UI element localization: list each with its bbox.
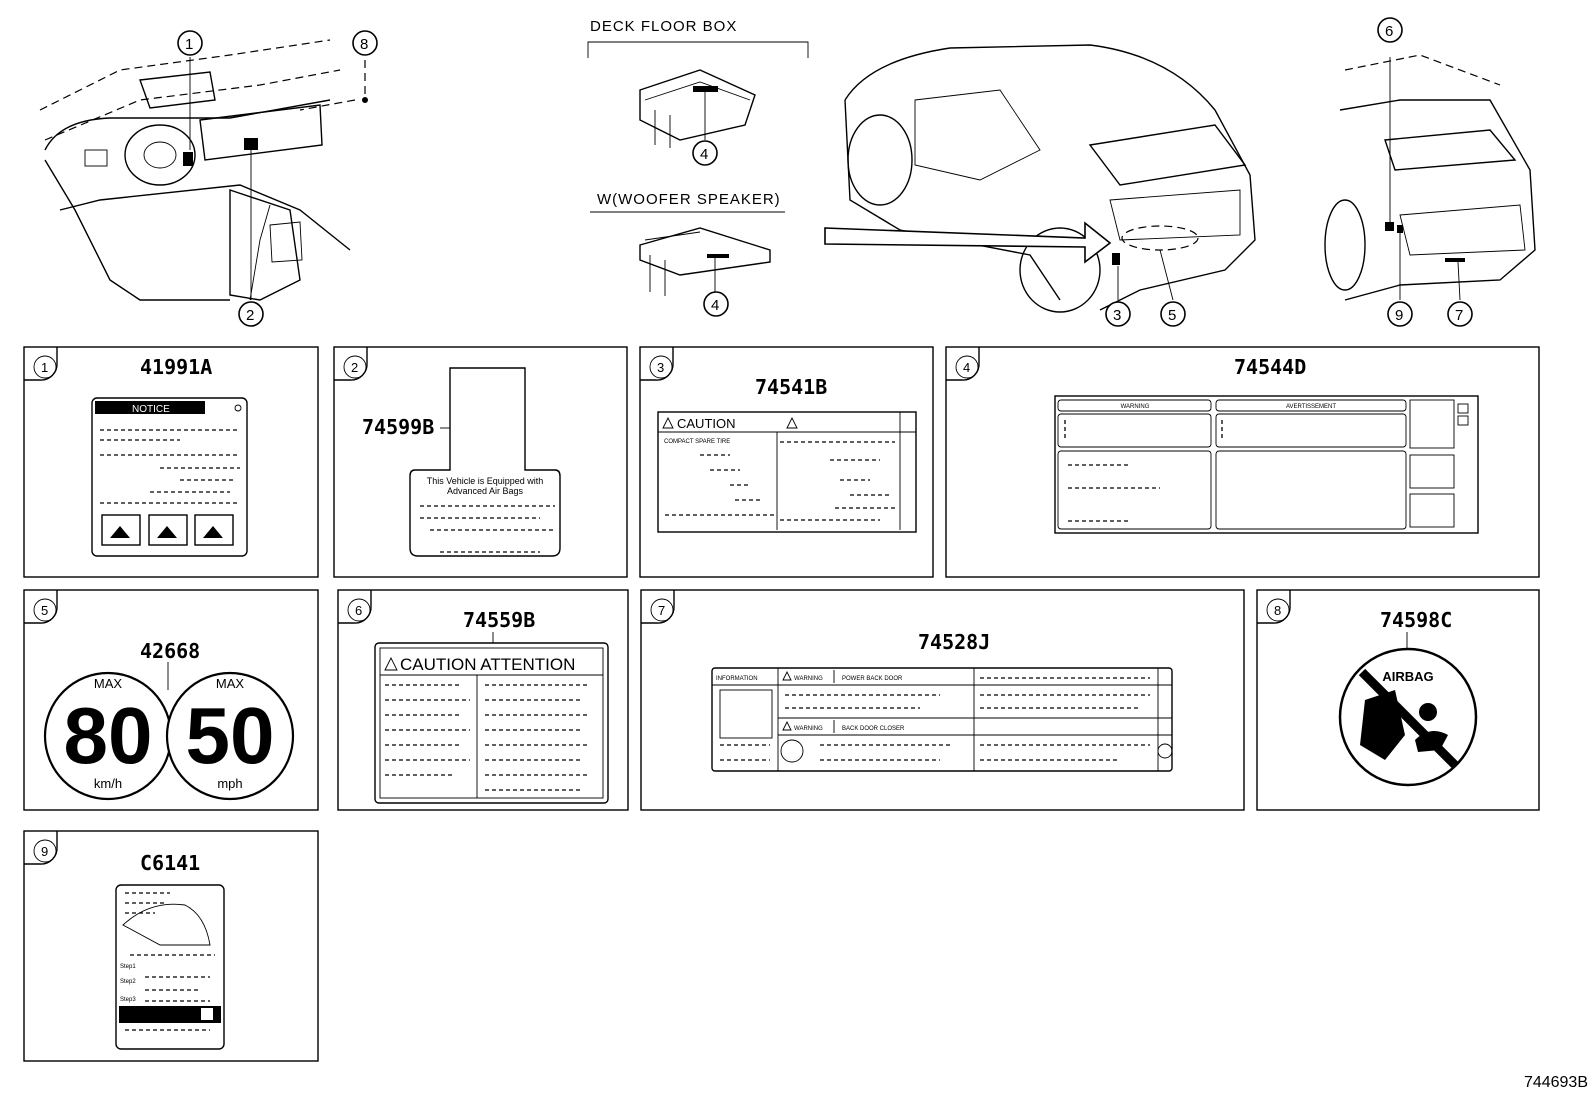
part-number: 74528J (918, 630, 990, 654)
panel-index: 1 (41, 360, 48, 375)
part-number: 74559B (463, 608, 535, 632)
dashboard-illustration (39, 39, 368, 301)
panel-2: 2 74599B This Vehicle is Equipped with A… (333, 346, 628, 578)
svg-text:5: 5 (1168, 307, 1176, 324)
svg-text:1: 1 (185, 36, 193, 53)
panel-index: 3 (657, 360, 664, 375)
svg-text:2: 2 (246, 307, 254, 324)
airbag-hang-tag: This Vehicle is Equipped with Advanced A… (409, 367, 561, 557)
part-number: C6141 (140, 851, 200, 875)
part-number: 41991A (140, 355, 212, 379)
svg-text:3: 3 (1113, 307, 1121, 324)
panel-1: 1 41991A NOTICE (23, 346, 319, 578)
panel-index: 9 (41, 844, 48, 859)
svg-text:INFORMATION: INFORMATION (716, 676, 758, 682)
callout-7: 7 (1447, 301, 1473, 327)
callout-3: 3 (1105, 301, 1131, 327)
svg-text:80: 80 (64, 691, 153, 780)
callout-6: 6 (1377, 17, 1403, 43)
caution-spare-tire-label: CAUTION COMPACT SPARE TIRE (657, 411, 917, 533)
callout-1: 1 (177, 30, 203, 56)
caution-attention-label: CAUTION ATTENTION (374, 642, 609, 804)
part-number: 74599B (362, 415, 434, 439)
svg-text:WARNING: WARNING (794, 676, 823, 682)
power-back-door-instruction-label: Step1 Step2 Step3 (115, 884, 225, 1050)
svg-text:4: 4 (711, 297, 719, 314)
svg-text:8: 8 (360, 36, 368, 53)
woofer-speaker-caption: W(WOOFER SPEAKER) (597, 191, 781, 208)
panel-index: 6 (355, 603, 362, 618)
svg-text:AVERTISSEMENT: AVERTISSEMENT (1286, 404, 1336, 410)
power-back-door-label: INFORMATION WARNING POWER BACK DOOR WARN… (711, 667, 1173, 772)
svg-text:This Vehicle is Equipped with: This Vehicle is Equipped with (427, 476, 544, 486)
svg-text:Advanced Air Bags: Advanced Air Bags (447, 486, 524, 496)
svg-text:CAUTION: CAUTION (677, 416, 736, 431)
svg-text:4: 4 (700, 146, 708, 163)
part-number: 42668 (140, 639, 200, 663)
svg-text:Step3: Step3 (120, 997, 136, 1003)
callout-2: 2 (238, 301, 264, 327)
notice-heading: NOTICE (132, 404, 170, 415)
panel-5: 5 42668 MAX 80 km/h MAX 50 mph (23, 589, 319, 811)
svg-text:km/h: km/h (94, 776, 122, 791)
svg-text:50: 50 (186, 691, 275, 780)
speed-limit-label-kmh: MAX 80 km/h (43, 671, 173, 801)
svg-text:Step2: Step2 (120, 979, 136, 985)
part-number: 74544D (1234, 355, 1306, 379)
svg-text:WARNING: WARNING (1121, 404, 1150, 410)
svg-text:AIRBAG: AIRBAG (1382, 669, 1433, 684)
part-number: 74598C (1380, 608, 1452, 632)
svg-text:9: 9 (1395, 307, 1403, 324)
svg-text:MAX: MAX (94, 676, 123, 691)
svg-text:MAX: MAX (216, 676, 245, 691)
svg-text:COMPACT SPARE TIRE: COMPACT SPARE TIRE (664, 439, 730, 445)
panel-index: 4 (963, 360, 970, 375)
panel-6: 6 74559B CAUTION ATTENTION (337, 589, 629, 811)
overview-area: DECK FLOOR BOX W(WOOFER SPEAKER) (39, 17, 1536, 327)
svg-text:7: 7 (1455, 307, 1463, 324)
callout-8: 8 (352, 30, 378, 56)
svg-text:CAUTION ATTENTION: CAUTION ATTENTION (400, 655, 575, 674)
svg-text:6: 6 (1385, 23, 1393, 40)
rear-car-illustration (824, 44, 1256, 313)
panel-8: 8 74598C AIRBAG (1256, 589, 1540, 811)
panel-9: 9 C6141 Step1 Step2 Step3 (23, 830, 319, 1062)
panel-index: 2 (351, 360, 358, 375)
panel-index: 8 (1274, 603, 1281, 618)
svg-text:BACK DOOR CLOSER: BACK DOOR CLOSER (842, 726, 905, 732)
deck-floor-box-caption: DECK FLOOR BOX (590, 18, 737, 35)
speed-limit-label-mph: MAX 50 mph (165, 671, 295, 801)
panel-index: 5 (41, 603, 48, 618)
overview-callouts: 1 2 3 4 4 5 6 7 8 9 (177, 17, 1473, 327)
callout-4b: 4 (703, 291, 729, 317)
part-number: 74541B (755, 375, 827, 399)
callout-4a: 4 (692, 140, 718, 166)
reference-code: 744693B (1524, 1074, 1588, 1091)
airbag-child-seat-label: AIRBAG (1338, 647, 1478, 787)
woofer-speaker-illustration: W(WOOFER SPEAKER) (590, 191, 785, 296)
svg-text:WARNING: WARNING (794, 726, 823, 732)
callout-9: 9 (1387, 301, 1413, 327)
callout-5: 5 (1160, 301, 1186, 327)
warning-avertissement-label: WARNING AVERTISSEMENT (1054, 395, 1479, 534)
panel-index: 7 (658, 603, 665, 618)
panel-3: 3 74541B CAUTION COMPACT SPARE TIRE (639, 346, 934, 578)
deck-floor-box-illustration: DECK FLOOR BOX (587, 18, 809, 148)
svg-text:Step1: Step1 (120, 964, 136, 970)
notice-label: NOTICE (91, 397, 248, 557)
panel-7: 7 74528J INFORMATION WARNING POWER BACK … (640, 589, 1245, 811)
rear-view-car-illustration (1324, 54, 1536, 301)
panel-4: 4 74544D WARNING AVERTISSEMENT (945, 346, 1540, 578)
svg-text:POWER BACK DOOR: POWER BACK DOOR (842, 676, 903, 682)
svg-text:mph: mph (217, 776, 242, 791)
